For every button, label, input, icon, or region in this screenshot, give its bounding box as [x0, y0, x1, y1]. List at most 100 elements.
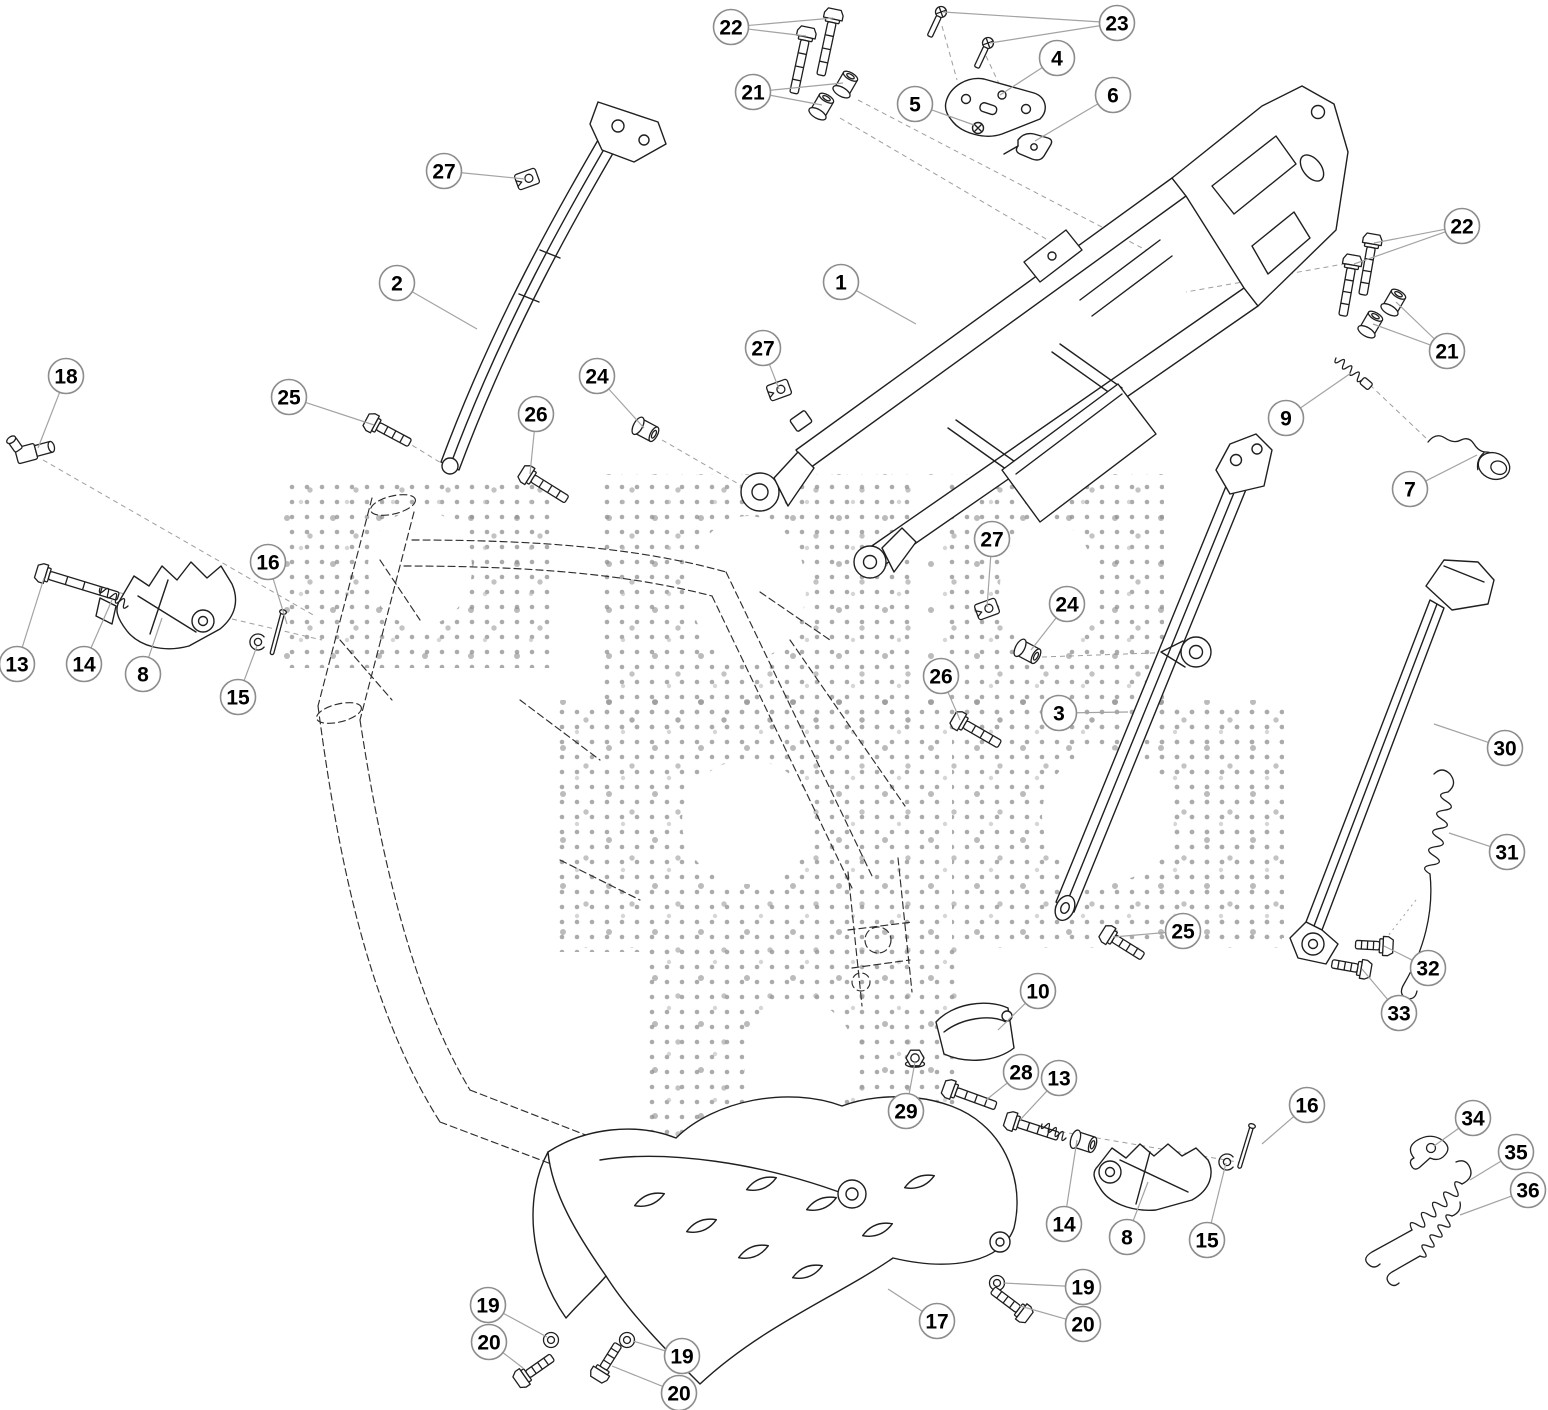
callout-number: 3 [1053, 703, 1065, 726]
leader-line [1034, 103, 1099, 142]
callout-30[interactable]: 30 [1486, 729, 1524, 767]
callout-19[interactable]: 19 [663, 1337, 701, 1375]
callout-6[interactable]: 6 [1094, 76, 1132, 114]
leader-line [148, 617, 163, 658]
callout-13[interactable]: 13 [1040, 1059, 1078, 1097]
callout-20[interactable]: 20 [1064, 1305, 1102, 1343]
small-screw-part5 [971, 121, 985, 135]
callout-28[interactable]: 28 [1002, 1053, 1040, 1091]
callout-36[interactable]: 36 [1509, 1171, 1547, 1209]
callout-25[interactable]: 25 [270, 378, 308, 416]
callout-number: 19 [670, 1346, 693, 1369]
callout-20[interactable]: 20 [660, 1374, 698, 1410]
callout-32[interactable]: 32 [1409, 949, 1447, 987]
callout-1[interactable]: 1 [822, 263, 860, 301]
spring-hook-end [1451, 1201, 1461, 1217]
callout-24[interactable]: 24 [578, 357, 616, 395]
callout-24[interactable]: 24 [1048, 585, 1086, 623]
callout-8[interactable]: 8 [1108, 1218, 1146, 1256]
stand-spring-inner-icon [1419, 1214, 1453, 1258]
callout-number: 25 [277, 387, 301, 410]
leader-line [1353, 231, 1446, 265]
callout-22[interactable]: 22 [712, 8, 750, 46]
callout-19[interactable]: 19 [1064, 1268, 1102, 1306]
callout-19[interactable]: 19 [469, 1286, 507, 1324]
callout-34[interactable]: 34 [1454, 1099, 1492, 1137]
washer-icon [988, 1274, 1006, 1292]
callout-5[interactable]: 5 [896, 85, 934, 123]
callout-10[interactable]: 10 [1019, 972, 1057, 1010]
leader-line [942, 11, 1100, 23]
callout-14[interactable]: 14 [1045, 1205, 1083, 1243]
callout-29[interactable]: 29 [887, 1092, 925, 1130]
leader-line [1448, 832, 1491, 848]
footpeg-spring-icon [98, 587, 129, 609]
leader-line [986, 556, 992, 608]
callout-number: 10 [1026, 981, 1049, 1004]
callout-15[interactable]: 15 [1188, 1221, 1226, 1259]
callout-14[interactable]: 14 [65, 645, 103, 683]
rubber-grommet-icon [765, 378, 793, 402]
leader-line [985, 1082, 1008, 1101]
callout-16[interactable]: 16 [249, 543, 287, 581]
callout-35[interactable]: 35 [1497, 1133, 1535, 1171]
callout-13[interactable]: 13 [0, 645, 36, 683]
leader-line [21, 577, 45, 648]
callout-2[interactable]: 2 [378, 264, 416, 302]
callout-7[interactable]: 7 [1391, 470, 1429, 508]
callout-33[interactable]: 33 [1380, 994, 1418, 1032]
callout-21[interactable]: 21 [1428, 332, 1466, 370]
callout-26[interactable]: 26 [922, 657, 960, 695]
footpeg-right [1093, 1143, 1212, 1211]
callout-31[interactable]: 31 [1488, 833, 1526, 871]
leader-line [1030, 617, 1057, 651]
bolt-icon [512, 1353, 555, 1389]
callout-18[interactable]: 18 [47, 357, 85, 395]
callout-number: 30 [1493, 738, 1516, 761]
callout-number: 9 [1280, 408, 1292, 431]
spring-hook-end [1433, 769, 1455, 793]
callout-4[interactable]: 4 [1038, 39, 1076, 77]
hardware-fasteners [6, 5, 1511, 1389]
callout-26[interactable]: 26 [517, 395, 555, 433]
callout-8[interactable]: 8 [124, 655, 162, 693]
leader-line [608, 388, 645, 429]
leader-line [1210, 1162, 1227, 1224]
washer-icon [542, 1331, 560, 1349]
leader-line [770, 94, 823, 106]
bolt-icon [362, 413, 412, 447]
callout-27[interactable]: 27 [973, 520, 1011, 558]
latch-bracket-part6 [1003, 132, 1053, 161]
leader-line [999, 67, 1043, 96]
callout-16[interactable]: 16 [1288, 1086, 1326, 1124]
leader-line [1132, 1181, 1149, 1221]
callout-25[interactable]: 25 [1164, 912, 1202, 950]
callout-23[interactable]: 23 [1098, 4, 1136, 42]
leader-line [947, 691, 961, 721]
leader-line [748, 28, 807, 37]
callout-15[interactable]: 15 [219, 678, 257, 716]
callout-number: 36 [1516, 1180, 1539, 1203]
callout-27[interactable]: 27 [425, 152, 463, 190]
leader-line [1361, 968, 1389, 1000]
callout-22[interactable]: 22 [1443, 207, 1481, 245]
callout-9[interactable]: 9 [1267, 399, 1305, 437]
callout-number: 34 [1461, 1108, 1485, 1131]
rubber-grommet-icon [973, 597, 1001, 621]
leader-line [1112, 931, 1166, 938]
bushing-icon [808, 92, 835, 121]
callout-27[interactable]: 27 [744, 329, 782, 367]
callout-number: 24 [1055, 594, 1079, 617]
callout-3[interactable]: 3 [1040, 694, 1078, 732]
snap-washer-icon [1218, 1153, 1234, 1171]
callout-21[interactable]: 21 [734, 73, 772, 111]
callout-20[interactable]: 20 [470, 1323, 508, 1361]
callout-17[interactable]: 17 [918, 1302, 956, 1340]
callout-number: 29 [894, 1101, 917, 1124]
bolt-icon [1330, 958, 1373, 980]
callout-number: 33 [1387, 1003, 1410, 1026]
callout-number: 4 [1051, 48, 1063, 71]
callout-number: 35 [1504, 1142, 1528, 1165]
leader-line [997, 1002, 1026, 1031]
